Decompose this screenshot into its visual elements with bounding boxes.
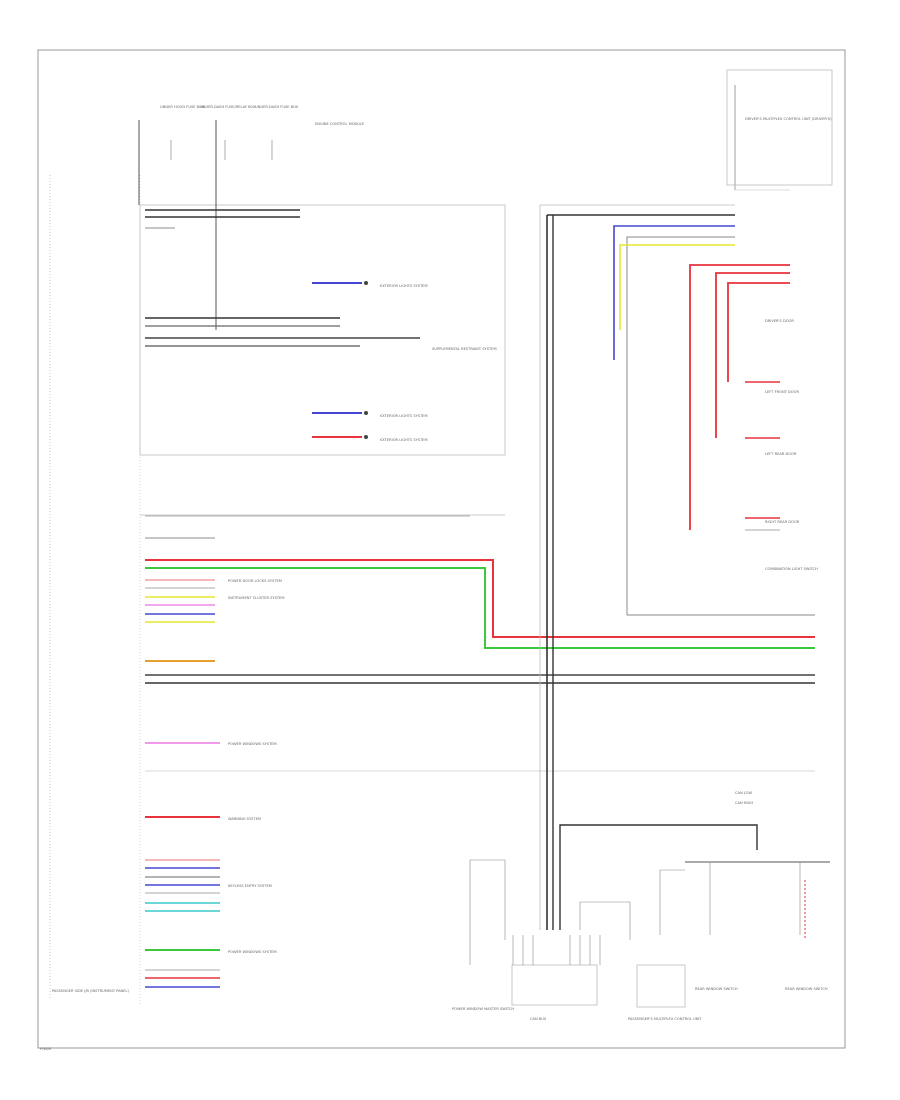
header-ref-2: UNDER-DASH FUSE BOX: [255, 105, 299, 109]
system-ref-exterior-3: EXTERIOR LIGHTS SYSTEM: [380, 438, 428, 442]
legend-can-low: CAN LOW: [735, 791, 753, 795]
bottom-module-0: POWER WINDOW MASTER SWITCH: [452, 1007, 514, 1011]
system-ref-power-windows: POWER WINDOWS SYSTEM: [228, 742, 277, 746]
system-ref-keyless: KEYLESS ENTRY SYSTEM: [228, 884, 272, 888]
upper-left-wires: [145, 209, 420, 347]
left-module-label: PASSENGER SIDE J/B (INSTRUMENT PANEL): [52, 989, 130, 993]
bottom-module-1: CAN BUS: [530, 1017, 547, 1021]
system-ref-exterior-2: EXTERIOR LIGHTS SYSTEM: [380, 414, 428, 418]
system-ref-power-locks: POWER DOOR LOCKS SYSTEM: [228, 579, 282, 583]
system-ref-power-windows-2: POWER WINDOWS SYSTEM: [228, 950, 277, 954]
can-trunk: [539, 204, 758, 930]
page-code: P/W/M: [40, 1047, 51, 1051]
system-ref-cluster: INSTRUMENT CLUSTER SYSTEM: [228, 596, 284, 600]
system-ref-exterior: EXTERIOR LIGHTS SYSTEM: [380, 284, 428, 288]
diagram-frame: [37, 49, 846, 1049]
right-short-stubs: [745, 381, 780, 531]
right-label-3: RIGHT REAR DOOR: [765, 520, 800, 524]
bottom-module-4: REAR WINDOW SWITCH: [785, 987, 828, 991]
top-right-module: [726, 69, 833, 186]
system-ref-warning: WARNING SYSTEM: [228, 817, 261, 821]
bottom-module-3: REAR WINDOW SWITCH: [695, 987, 738, 991]
system-ref-srs: SUPPLEMENTAL RESTRAINT SYSTEM: [432, 347, 497, 351]
rear-switch-box: [636, 964, 686, 1008]
lower-left-stubs: [145, 742, 220, 988]
middle-left-wires: [145, 515, 815, 772]
header-ref-0: UNDER HOOD FUSE BOX: [160, 105, 205, 109]
right-label-1: LEFT FRONT DOOR: [765, 390, 799, 394]
legend-can-high: CAN HIGH: [735, 801, 753, 805]
top-right-wires: [613, 85, 815, 616]
right-label-4: COMBINATION LIGHT SWITCH: [765, 567, 818, 571]
header-ref-1: UNDER-DASH FUSE/RELAY BOX: [200, 105, 256, 109]
fuse-box-outline: [139, 204, 506, 456]
upper-colored-stubs: [312, 281, 368, 439]
can-connector: [511, 964, 598, 1006]
header-ref-3: ENGINE CONTROL MODULE: [315, 122, 365, 126]
bottom-connectors: [469, 859, 830, 1008]
bottom-module-2: PASSENGER'S MULTIPLEX CONTROL UNIT: [628, 1017, 702, 1021]
right-label-0: DRIVER'S DOOR: [765, 319, 794, 323]
right-label-2: LEFT REAR DOOR: [765, 452, 797, 456]
top-right-module-label: DRIVER'S MULTIPLEX CONTROL UNIT (DRIVER'…: [745, 117, 832, 121]
